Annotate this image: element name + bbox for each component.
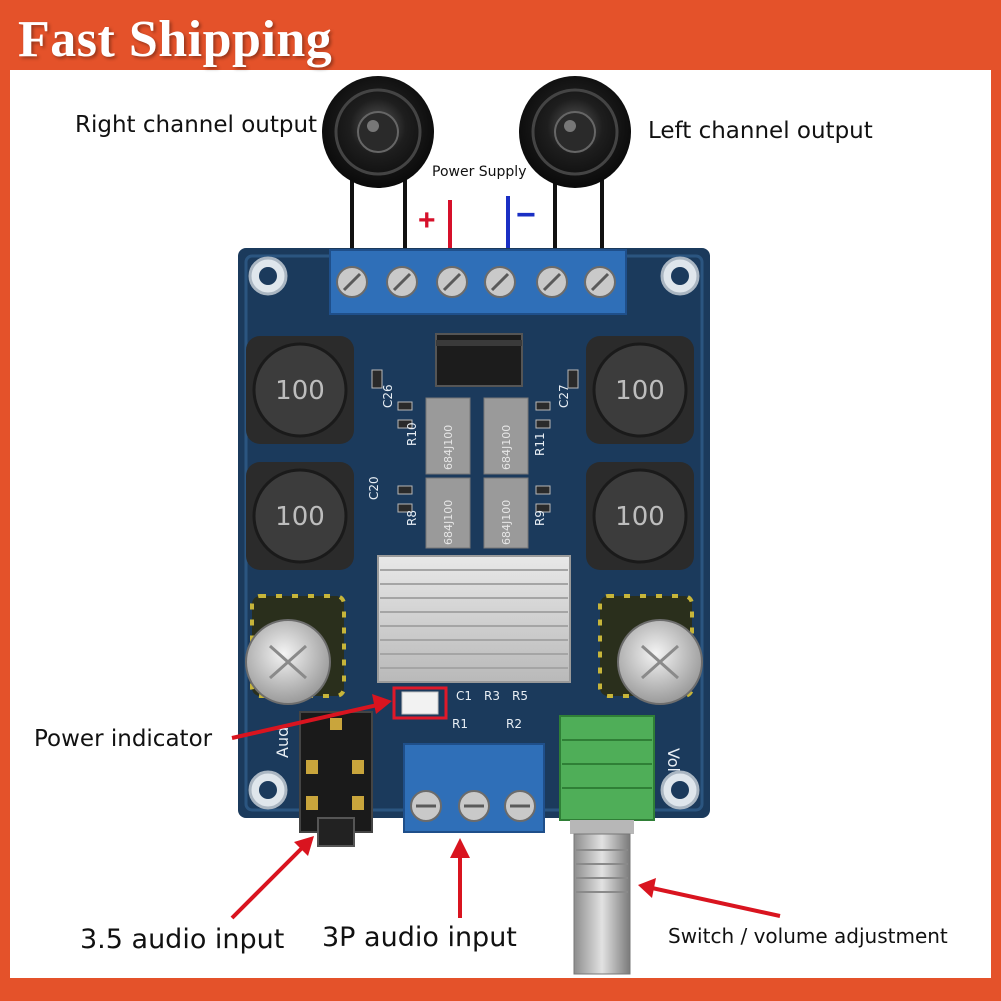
resistor-marking: 684J100 bbox=[442, 425, 455, 470]
arrow-icon bbox=[230, 836, 314, 920]
silkscreen-label: C1 bbox=[456, 689, 472, 703]
power-supply-label: Power Supply bbox=[432, 164, 527, 180]
silkscreen-label: C20 bbox=[367, 476, 381, 500]
banner: Fast Shipping bbox=[10, 6, 370, 70]
silkscreen-label: R3 bbox=[484, 689, 500, 703]
audio-35-label: 3.5 audio input bbox=[80, 924, 285, 955]
inductor-marking: 100 bbox=[275, 376, 325, 406]
silkscreen-label: R2 bbox=[506, 717, 522, 731]
silkscreen-label: R10 bbox=[405, 422, 419, 446]
power-indicator-label: Power indicator bbox=[34, 726, 213, 752]
speaker-wires bbox=[350, 170, 604, 262]
volume-potentiometer bbox=[559, 715, 655, 975]
inductor-marking: 100 bbox=[615, 502, 665, 532]
silkscreen-label: C26 bbox=[381, 384, 395, 408]
silkscreen-label: R9 bbox=[533, 510, 547, 526]
arrow-icon bbox=[231, 694, 392, 740]
plus-sign: + bbox=[418, 204, 436, 237]
resistor-marking: 684J100 bbox=[442, 500, 455, 545]
annotation-arrows bbox=[230, 694, 781, 920]
capacitor-components bbox=[245, 594, 703, 705]
silkscreen-label: C27 bbox=[557, 384, 571, 408]
silkscreen-label: Aud bbox=[273, 727, 292, 758]
inductor-components bbox=[246, 336, 694, 570]
inductor-marking: 100 bbox=[275, 502, 325, 532]
silkscreen-label: R11 bbox=[533, 432, 547, 456]
resistor-marking: 684J100 bbox=[500, 500, 513, 545]
banner-text: Fast Shipping bbox=[18, 11, 333, 68]
silkscreen-label: R5 bbox=[512, 689, 528, 703]
heatsink bbox=[377, 555, 571, 683]
minus-sign: − bbox=[516, 196, 536, 234]
left-channel-label: Left channel output bbox=[648, 118, 873, 144]
right-channel-label: Right channel output bbox=[75, 112, 318, 138]
output-terminal-block bbox=[329, 249, 627, 315]
audio-jack-35 bbox=[299, 711, 373, 847]
left-speaker-icon bbox=[519, 76, 631, 188]
audio-3p-label: 3P audio input bbox=[322, 922, 517, 953]
inductor-marking: 100 bbox=[615, 376, 665, 406]
input-terminal-block bbox=[403, 743, 545, 833]
right-speaker-icon bbox=[322, 76, 434, 188]
diode-component bbox=[435, 333, 523, 387]
silkscreen-label: R1 bbox=[452, 717, 468, 731]
silkscreen-label: R8 bbox=[405, 510, 419, 526]
smd-components bbox=[371, 369, 579, 513]
arrow-icon bbox=[638, 878, 781, 918]
arrow-icon bbox=[450, 838, 470, 918]
resistor-marking: 684J100 bbox=[500, 425, 513, 470]
silkscreen-label: Vol bbox=[664, 748, 683, 772]
power-indicator-led bbox=[392, 686, 448, 720]
resistor-components bbox=[425, 397, 529, 549]
switch-volume-label: Switch / volume adjustment bbox=[668, 924, 948, 948]
